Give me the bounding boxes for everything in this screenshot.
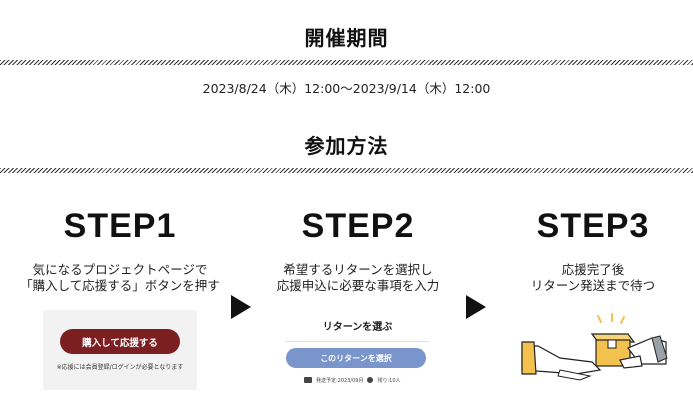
step1-desc-line1: 気になるプロジェクトページで bbox=[32, 262, 208, 277]
step2-card: リターンを選ぶ このリターンを選択 発送予定:2023/09月 残り:10人 bbox=[280, 308, 435, 394]
select-return-button[interactable]: このリターンを選択 bbox=[286, 348, 426, 368]
ship-schedule: 発送予定:2023/09月 bbox=[316, 377, 364, 384]
truck-icon bbox=[304, 377, 312, 383]
step1-desc-line2: 「購入して応援する」ボタンを押す bbox=[20, 278, 220, 293]
step2-desc-line2: 応援申込に必要な事項を入力 bbox=[276, 278, 440, 293]
divider-hatch bbox=[0, 168, 693, 173]
step2-title: STEP2 bbox=[301, 207, 415, 245]
return-select-title: リターンを選ぶ bbox=[322, 322, 393, 333]
card-divider bbox=[286, 341, 429, 342]
delivery-illustration bbox=[521, 313, 668, 381]
sparkle-icon bbox=[597, 313, 625, 324]
step3-desc-line2: リターン発送まで待つ bbox=[530, 278, 656, 293]
period-dates: 2023/8/24（木）12:00〜2023/9/14（木）12:00 bbox=[202, 81, 491, 96]
step3-desc-line1: 応援完了後 bbox=[561, 262, 625, 277]
method-title: 参加方法 bbox=[304, 134, 389, 158]
step2-desc-line1: 希望するリターンを選択し bbox=[283, 262, 433, 277]
return-meta: 発送予定:2023/09月 残り:10人 bbox=[304, 375, 424, 385]
step1-title: STEP1 bbox=[63, 207, 177, 245]
step1-card: 購入して応援する ※応援には会員登録/ログインが必要となります bbox=[43, 310, 197, 390]
step3-title: STEP3 bbox=[536, 207, 650, 245]
receiving-hand-icon bbox=[521, 341, 602, 381]
divider-hatch bbox=[0, 60, 693, 65]
giving-hand-icon bbox=[619, 335, 668, 369]
login-note: ※応援には会員登録/ログインが必要となります bbox=[56, 364, 184, 371]
remaining-count: 残り:10人 bbox=[377, 377, 401, 384]
period-title: 開催期間 bbox=[304, 26, 389, 50]
arrow-right-icon bbox=[231, 295, 251, 319]
buy-support-button[interactable]: 購入して応援する bbox=[60, 329, 180, 354]
person-icon bbox=[367, 377, 374, 383]
arrow-right-icon bbox=[466, 295, 486, 319]
